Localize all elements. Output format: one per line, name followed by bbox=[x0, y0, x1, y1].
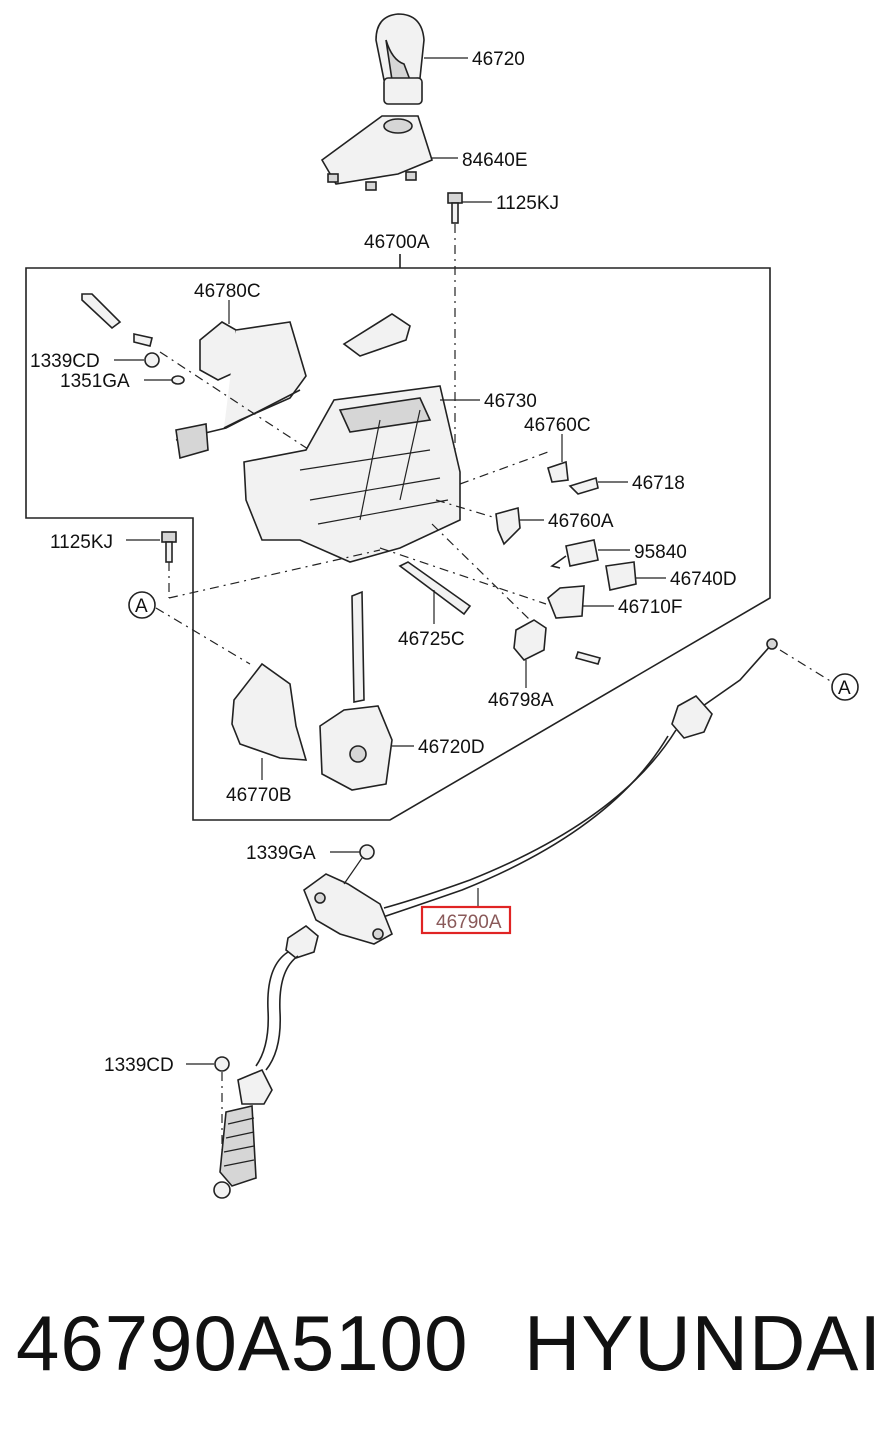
bolt-left bbox=[126, 531, 381, 599]
footer-brand: HYUNDAI bbox=[524, 1299, 883, 1387]
label-46760A: 46760A bbox=[548, 511, 614, 532]
label-46700A: 46700A bbox=[364, 232, 430, 253]
label-1351GA: 1351GA bbox=[60, 371, 130, 392]
shift-cable bbox=[213, 638, 778, 1199]
washer-1351ga bbox=[144, 375, 185, 385]
lever-46720d bbox=[319, 590, 414, 791]
label-46780C: 46780C bbox=[194, 281, 261, 302]
ref-a-right bbox=[779, 649, 859, 701]
console-cover bbox=[320, 115, 458, 191]
clip-46760c bbox=[459, 434, 569, 485]
switch-95840 bbox=[550, 539, 630, 569]
bracket-46770b bbox=[155, 607, 308, 780]
ref-a-left bbox=[128, 591, 156, 619]
cover-46710f bbox=[379, 547, 614, 619]
label-46740D: 46740D bbox=[670, 569, 737, 590]
label-46798A: 46798A bbox=[488, 690, 554, 711]
label-95840: 95840 bbox=[634, 542, 687, 563]
label-1339GA: 1339GA bbox=[246, 843, 316, 864]
gear-knob bbox=[375, 13, 468, 105]
clip-46718 bbox=[568, 476, 628, 495]
label-1339CD-top: 1339CD bbox=[30, 351, 100, 372]
label-46718: 46718 bbox=[632, 473, 685, 494]
label-46720: 46720 bbox=[472, 49, 525, 70]
label-46730: 46730 bbox=[484, 391, 537, 412]
bolt-top bbox=[447, 192, 492, 470]
footer-part-number: 46790A5100 bbox=[16, 1299, 469, 1387]
parts-diagram: 46720 84640E 1125KJ 46700A 46780C 1339CD bbox=[25, 13, 859, 1199]
label-46710F: 46710F bbox=[618, 597, 682, 618]
label-46770B: 46770B bbox=[226, 785, 292, 806]
bracket-46780c bbox=[81, 293, 307, 460]
label-1125KJ-left: 1125KJ bbox=[50, 532, 113, 553]
cover-46740d bbox=[605, 561, 666, 591]
label-84640E: 84640E bbox=[462, 150, 528, 171]
ref-a-right-label: A bbox=[838, 678, 851, 699]
label-46760C: 46760C bbox=[524, 415, 591, 436]
clip-46760a bbox=[435, 499, 544, 546]
ref-a-left-label: A bbox=[135, 596, 148, 617]
label-1339CD-bottom: 1339CD bbox=[104, 1055, 174, 1076]
label-46720D: 46720D bbox=[418, 737, 485, 758]
base-46730 bbox=[243, 313, 480, 563]
nut-1339ga bbox=[330, 844, 375, 885]
bracket-46798a bbox=[431, 523, 602, 688]
label-46790A: 46790A bbox=[436, 912, 502, 933]
label-46725C: 46725C bbox=[398, 629, 465, 650]
nut-1339cd-bottom bbox=[186, 1056, 230, 1150]
assembly-frame bbox=[25, 254, 771, 821]
pin-46725c bbox=[398, 561, 472, 624]
highlight-box-46790a bbox=[420, 905, 512, 935]
nut-1339cd-top bbox=[114, 333, 160, 368]
label-1125KJ-top: 1125KJ bbox=[496, 193, 559, 214]
